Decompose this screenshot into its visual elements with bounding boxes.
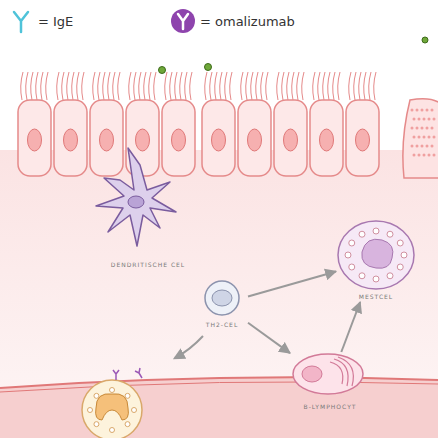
legend-swatch (8, 8, 34, 34)
legend-entry: = IgE (8, 8, 73, 34)
arrow-connector (248, 271, 336, 296)
arrow-connector (248, 323, 290, 353)
cell-label: MESTCEL (359, 293, 393, 300)
legend-swatch (170, 8, 196, 34)
cell-label: TH2-CEL (206, 321, 238, 328)
cell-node: DENDRITISCHE CEL (90, 145, 206, 270)
cell-label: B-LYMPHOCYT (304, 403, 357, 410)
cell-node: B-LYMPHOCYT (290, 352, 370, 412)
cell-node: MESTCEL (336, 218, 416, 302)
cell-label: DENDRITISCHE CEL (111, 261, 185, 268)
legend-text: = omalizumab (200, 14, 295, 29)
cell-node: TH2-CEL (196, 278, 248, 330)
legend-entry: = omalizumab (170, 8, 295, 34)
legend-text: = IgE (38, 14, 73, 29)
arrow-connector (341, 302, 360, 352)
